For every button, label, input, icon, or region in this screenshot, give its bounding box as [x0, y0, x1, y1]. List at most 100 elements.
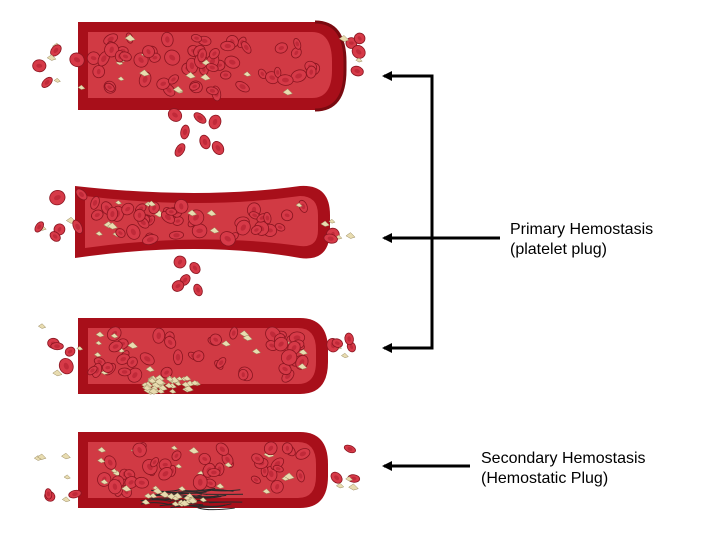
platelet: [295, 202, 303, 208]
platelet: [141, 499, 151, 505]
platelet: [221, 340, 231, 347]
platelet: [93, 351, 102, 357]
red-blood-cell-center: [90, 368, 95, 373]
red-blood-cell-center: [282, 366, 288, 372]
red-blood-cell-center: [260, 71, 265, 76]
bracket-line: [392, 74, 434, 350]
red-blood-cell-center: [166, 87, 172, 93]
platelet: [76, 345, 84, 351]
platelet: [97, 446, 107, 453]
platelet: [348, 483, 359, 491]
platelet: [143, 492, 153, 499]
red-blood-cell-center: [269, 75, 276, 80]
red-blood-cell-center: [348, 41, 354, 45]
platelet: [95, 331, 105, 338]
red-blood-cell-center: [356, 49, 362, 55]
red-blood-cell-center: [179, 203, 184, 210]
primary-hemostasis-subtitle: (platelet plug): [510, 241, 607, 258]
red-blood-cell-center: [254, 456, 261, 461]
red-blood-cell-center: [137, 447, 142, 454]
platelet: [142, 385, 152, 391]
red-blood-cell-center: [122, 54, 129, 59]
red-blood-cell-center: [212, 118, 218, 126]
red-blood-cell-center: [269, 343, 275, 348]
red-blood-cell-center: [213, 337, 219, 342]
platelet: [282, 88, 293, 96]
platelet: [152, 487, 163, 495]
platelet: [281, 475, 290, 481]
red-blood-cell-center: [169, 54, 176, 61]
red-blood-cell-center: [105, 366, 111, 370]
red-blood-cell-center: [265, 215, 270, 221]
platelet: [52, 369, 63, 377]
red-blood-cells: [34, 188, 356, 247]
fibrin-strand: [190, 494, 227, 498]
vessel-wall-rim: [314, 20, 347, 112]
red-blood-cell-center: [177, 259, 183, 265]
platelet: [179, 499, 190, 507]
red-blood-cell-center: [241, 372, 245, 378]
platelet: [345, 476, 354, 482]
platelet: [199, 497, 208, 503]
platelet: [283, 472, 295, 480]
red-blood-cell-center: [354, 69, 360, 74]
red-blood-cell-center: [110, 211, 115, 218]
red-blood-cell-center: [138, 57, 144, 63]
platelet: [166, 376, 174, 382]
vessel-injury-stage: [32, 20, 366, 157]
red-blood-cell-center: [107, 85, 112, 90]
platelet: [164, 382, 174, 389]
red-blood-cell-center: [127, 472, 132, 477]
platelet: [97, 457, 106, 464]
red-blood-cell-center: [293, 335, 301, 341]
platelet: [251, 348, 262, 355]
platelet: [175, 463, 183, 469]
red-blood-cell-center: [295, 73, 303, 79]
red-blood-cell-center: [218, 360, 224, 366]
platelet: [53, 77, 61, 83]
platelet: [147, 377, 157, 384]
red-blood-cell-center: [192, 84, 197, 89]
platelet: [340, 352, 349, 359]
red-blood-cell-center: [347, 336, 351, 342]
red-blood-cell-center: [212, 51, 217, 56]
red-blood-cell-center: [96, 68, 101, 75]
red-blood-cell-center: [182, 277, 188, 283]
red-blood-cell-center: [291, 345, 297, 351]
red-blood-cell-center: [193, 214, 200, 221]
red-blood-cell-center: [120, 357, 127, 362]
escaping-blood-cells: [167, 108, 225, 157]
platelet: [355, 57, 363, 63]
platelet: [168, 388, 177, 394]
platelet: [37, 453, 47, 460]
red-blood-cell-center: [278, 341, 284, 347]
red-blood-cell-center: [53, 47, 59, 53]
red-blood-cell-center: [278, 45, 285, 50]
red-blood-cell-center: [299, 359, 305, 366]
red-blood-cell-center: [224, 43, 232, 49]
platelet: [156, 388, 165, 394]
red-blood-cell-center: [294, 50, 299, 56]
red-blood-cell-center: [164, 370, 169, 375]
red-blood-cell-center: [202, 138, 208, 146]
red-blood-cells: [32, 31, 366, 102]
red-blood-cell-center: [357, 36, 362, 41]
platelet: [170, 445, 178, 450]
red-blood-cell-center: [175, 353, 181, 361]
red-blood-cell-center: [196, 354, 201, 359]
red-blood-cell-center: [118, 231, 123, 235]
red-blood-cell-center: [215, 145, 221, 151]
red-blood-cell-center: [201, 38, 208, 43]
red-blood-cell-center: [301, 203, 306, 210]
red-blood-cell-center: [107, 36, 114, 42]
red-blood-cell-center: [327, 236, 334, 241]
red-blood-cell-center: [299, 451, 307, 457]
red-blood-cell-center: [281, 77, 289, 83]
platelet-plug: [141, 374, 201, 395]
red-blood-cells: [33, 441, 361, 503]
platelet: [172, 85, 184, 93]
fibrin-clot-stage: [33, 432, 361, 511]
red-blood-cell-center: [219, 446, 226, 452]
red-blood-cell-center: [94, 213, 100, 218]
platelet: [209, 227, 220, 234]
